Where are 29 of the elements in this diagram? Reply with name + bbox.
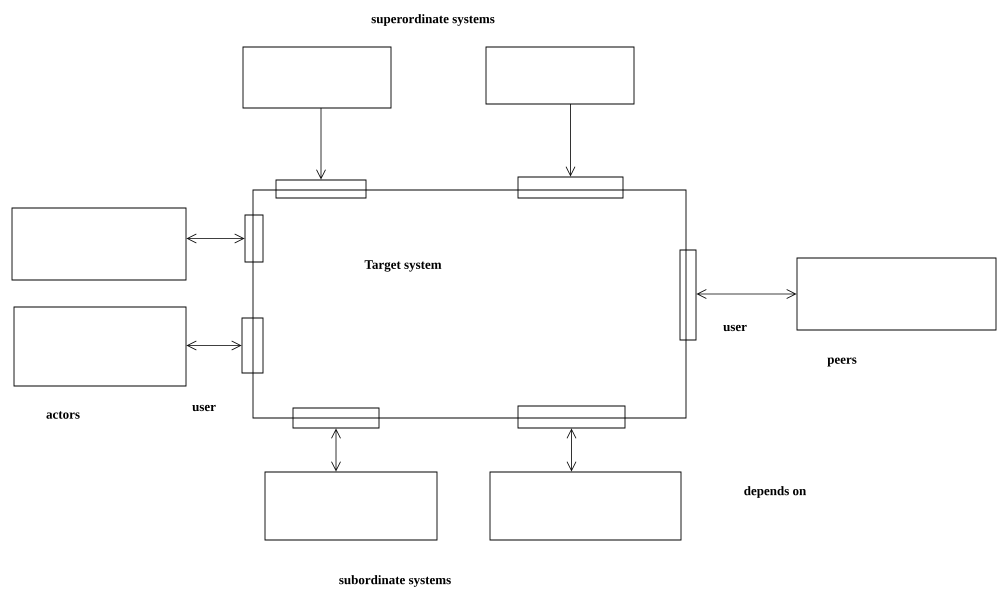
arrow	[186, 234, 245, 244]
interface-label: user	[723, 324, 747, 332]
system-box	[490, 472, 682, 540]
system-box	[796, 258, 996, 330]
port-box	[680, 250, 696, 340]
system-box: Target system	[252, 190, 686, 418]
port-box	[242, 318, 264, 374]
system-box	[486, 46, 634, 104]
system-box	[264, 472, 438, 540]
system-box	[12, 208, 186, 280]
arrow	[331, 428, 341, 472]
group-label: peers	[827, 358, 856, 366]
interface-label: user	[192, 404, 216, 412]
port-box	[244, 214, 264, 262]
arrow	[566, 428, 576, 472]
system-box	[518, 176, 624, 198]
arrow	[696, 289, 797, 299]
group-label: actors	[46, 411, 80, 419]
group-label: subordinate systems	[339, 575, 451, 587]
system-box	[518, 406, 626, 428]
port-box	[292, 408, 380, 428]
group-label: superordinate systems	[372, 14, 494, 26]
system-box	[242, 46, 392, 108]
system-box	[14, 306, 186, 386]
group-label: depends on	[744, 486, 806, 498]
arrow	[566, 104, 576, 177]
arrow	[186, 340, 242, 350]
arrow	[316, 108, 326, 180]
port-box	[276, 180, 366, 198]
